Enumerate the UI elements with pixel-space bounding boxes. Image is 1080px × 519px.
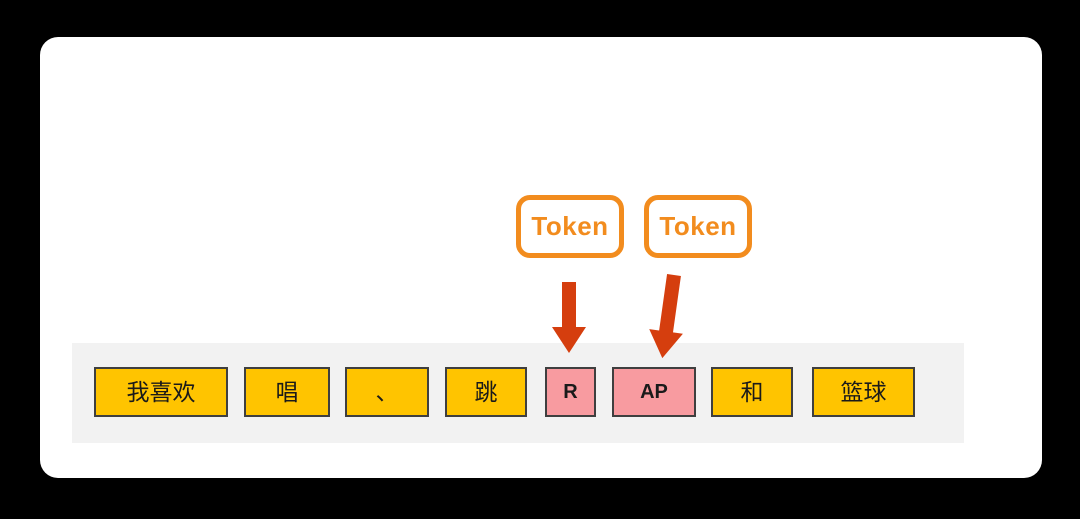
slide-card: Token Token 我喜欢 唱 、 跳 R AP 和 篮球 — [40, 37, 1042, 478]
token-callout-2: Token — [644, 195, 752, 258]
token-box: 唱 — [244, 367, 330, 417]
token-callout-1: Token — [516, 195, 624, 258]
token-box: 、 — [345, 367, 429, 417]
token-box-highlighted: R — [545, 367, 596, 417]
token-box: 跳 — [445, 367, 527, 417]
token-box: 和 — [711, 367, 793, 417]
token-box-highlighted: AP — [612, 367, 696, 417]
token-box: 篮球 — [812, 367, 915, 417]
token-box: 我喜欢 — [94, 367, 228, 417]
token-strip: 我喜欢 唱 、 跳 R AP 和 篮球 — [72, 343, 964, 443]
